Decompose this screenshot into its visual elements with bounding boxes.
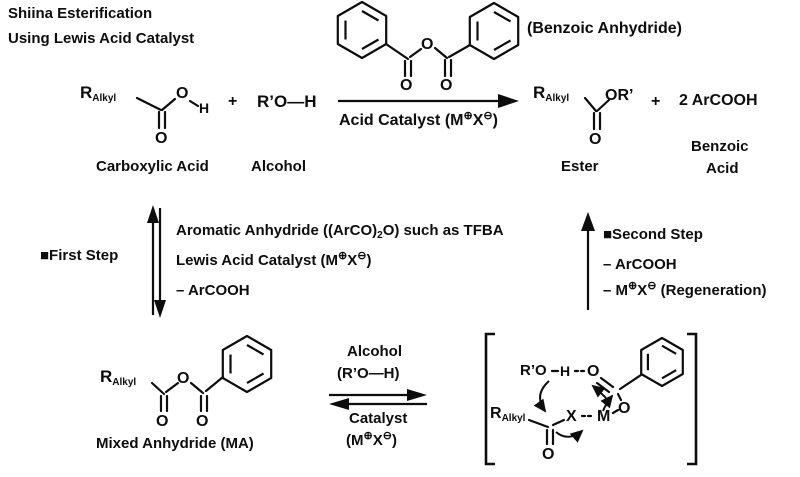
atom-label-x: X	[347, 252, 358, 269]
atom-label-o: O	[421, 36, 434, 53]
atom-label-o: O	[155, 130, 168, 147]
r-alkyl-label: RAlkyl	[100, 367, 137, 388]
lewis-acid-catalyst-text: Lewis Acid Catalyst (M	[176, 252, 338, 269]
alcohol-name: Alcohol	[251, 158, 306, 175]
alkyl-subscript: Alkyl	[501, 413, 526, 424]
first-step-equilibrium-arrows	[147, 205, 166, 318]
alkyl-subscript: Alkyl	[545, 93, 570, 104]
atom-label-h: H	[560, 363, 571, 379]
atom-label-o: O	[542, 446, 555, 463]
bottom-alcohol-formula: (R’O—H)	[337, 365, 400, 382]
atom-label-x: X	[637, 282, 648, 299]
atom-label-r: R	[490, 405, 502, 422]
atom-label-x: X	[566, 408, 577, 425]
second-step-arrow	[581, 212, 595, 310]
atom-label-r: R	[100, 367, 113, 386]
r-alkyl-label: RAlkyl	[533, 83, 570, 104]
benzoic-acid-product: 2 ArCOOH	[679, 92, 758, 109]
bottom-alcohol-label: Alcohol	[347, 343, 402, 360]
paren: )	[366, 252, 372, 269]
curved-arrow-icon	[600, 394, 614, 412]
bottom-catalyst-label: Catalyst	[349, 410, 408, 427]
alkyl-subscript: Alkyl	[92, 93, 117, 104]
benzoic-name: Benzoic	[691, 138, 749, 155]
benzoic-anhydride-label: (Benzoic Anhydride)	[527, 20, 682, 37]
benzene-ring-icon	[336, 0, 388, 60]
second-step-line2: – M⊕X⊖ (Regeneration)	[603, 280, 767, 300]
bottom-catalyst-formula: (M⊕X⊖)	[346, 430, 397, 450]
paren: )	[492, 112, 498, 129]
atom-label-r: R	[80, 83, 93, 102]
mixed-anhydride-structure	[150, 334, 273, 413]
paren: )	[391, 432, 397, 449]
scheme-title-line1: Shiina Esterification	[8, 5, 153, 22]
atom-label-x: X	[372, 432, 383, 449]
atom-label-o: O	[587, 363, 600, 380]
atom-label-o: O	[176, 85, 189, 102]
acid-catalyst-text: Acid Catalyst (M	[339, 112, 464, 129]
minus-charge-icon: ⊖	[382, 430, 392, 442]
atom-label-r: R	[533, 83, 546, 102]
benzene-ring-icon	[221, 334, 273, 394]
atom-label-or-prime: OR’	[605, 87, 634, 104]
ester-structure	[583, 96, 611, 131]
benzene-ring-icon	[468, 1, 520, 61]
mixed-anhydride-name: Mixed Anhydride (MA)	[96, 435, 254, 452]
atom-label-o: O	[440, 77, 453, 94]
plus-sign: +	[228, 93, 238, 110]
curved-arrow-icon	[555, 429, 584, 443]
transition-state-structure	[484, 332, 698, 466]
paren-m-text: (M	[346, 432, 364, 449]
first-step-line1: Aromatic Anhydride ((ArCO)2O) such as TF…	[176, 222, 504, 241]
ts-r-prime-o: R’O	[520, 362, 547, 379]
atom-label-h: H	[199, 100, 210, 116]
plus-charge-icon: ⊕	[628, 280, 638, 292]
plus-charge-icon: ⊕	[337, 250, 348, 262]
acid-name: Acid	[706, 160, 739, 177]
left-bracket	[484, 332, 495, 466]
first-step-line2: Lewis Acid Catalyst (M⊕X⊖)	[176, 250, 372, 270]
alcohol-formula: R’O—H	[257, 92, 317, 111]
acid-catalyst-caption: Acid Catalyst (M⊕X⊖)	[339, 110, 498, 130]
minus-charge-icon: ⊖	[357, 250, 367, 262]
minus-m-text: – M	[603, 282, 629, 299]
r-alkyl-label: RAlkyl	[80, 83, 117, 104]
right-bracket	[687, 332, 698, 466]
atom-label-o: O	[156, 413, 169, 430]
minus-charge-icon: ⊖	[647, 280, 657, 292]
bottom-equilibrium-arrows	[329, 389, 427, 410]
atom-label-m: M	[597, 408, 611, 425]
aromatic-anhydride-text: Aromatic Anhydride ((ArCO)	[176, 222, 378, 239]
first-step-header: ■First Step	[40, 247, 119, 264]
r-alkyl-label: RAlkyl	[490, 405, 526, 424]
atom-label-o: O	[618, 400, 631, 417]
main-reaction-arrow	[338, 94, 519, 108]
carboxylic-acid-name: Carboxylic Acid	[96, 158, 209, 175]
scheme-title-line2: Using Lewis Acid Catalyst	[8, 30, 195, 47]
atom-label-x: X	[472, 112, 484, 129]
plus-sign: +	[651, 93, 661, 110]
atom-label-o: O	[196, 413, 209, 430]
curved-arrow-icon	[533, 380, 550, 413]
plus-charge-icon: ⊕	[363, 430, 373, 442]
alkyl-subscript: Alkyl	[112, 377, 137, 388]
first-step-line3: – ArCOOH	[176, 282, 250, 299]
plus-charge-icon: ⊕	[463, 110, 473, 122]
atom-label-o: O	[589, 131, 602, 148]
such-as-tfba-text: O) such as TFBA	[382, 222, 504, 239]
regeneration-text: (Regeneration)	[656, 282, 767, 299]
subscript-2: 2	[377, 230, 383, 241]
benzoic-anhydride-structure	[336, 0, 520, 78]
atom-label-o: O	[400, 77, 413, 94]
ester-name: Ester	[561, 158, 599, 175]
carboxylic-acid-structure	[135, 96, 200, 130]
benzene-ring-icon	[640, 336, 684, 388]
atom-label-o: O	[177, 370, 190, 387]
second-step-header: ■Second Step	[603, 226, 703, 243]
minus-charge-icon: ⊖	[483, 110, 493, 122]
second-step-line1: – ArCOOH	[603, 256, 677, 273]
